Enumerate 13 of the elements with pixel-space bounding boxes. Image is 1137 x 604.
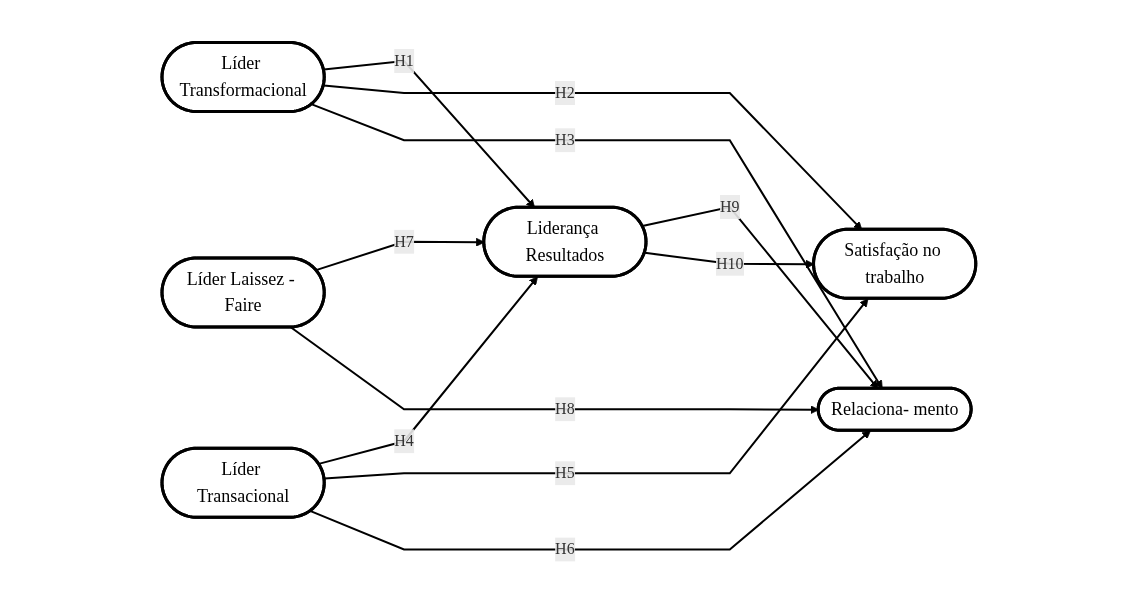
edge-label: H2 <box>554 84 575 101</box>
arrow <box>289 326 819 415</box>
arrow <box>323 298 868 480</box>
edge-label: H10 <box>715 254 744 272</box>
edge-label: H4 <box>393 432 414 450</box>
edge-label: H8 <box>554 400 575 418</box>
edge-label: H1 <box>393 52 414 69</box>
edge-label: H7 <box>393 232 414 250</box>
arrow <box>309 430 871 551</box>
edge-label: H5 <box>554 464 575 482</box>
edge-label: H6 <box>554 540 575 558</box>
edge-label: H9 <box>719 198 740 215</box>
edge-label: H3 <box>554 131 575 149</box>
